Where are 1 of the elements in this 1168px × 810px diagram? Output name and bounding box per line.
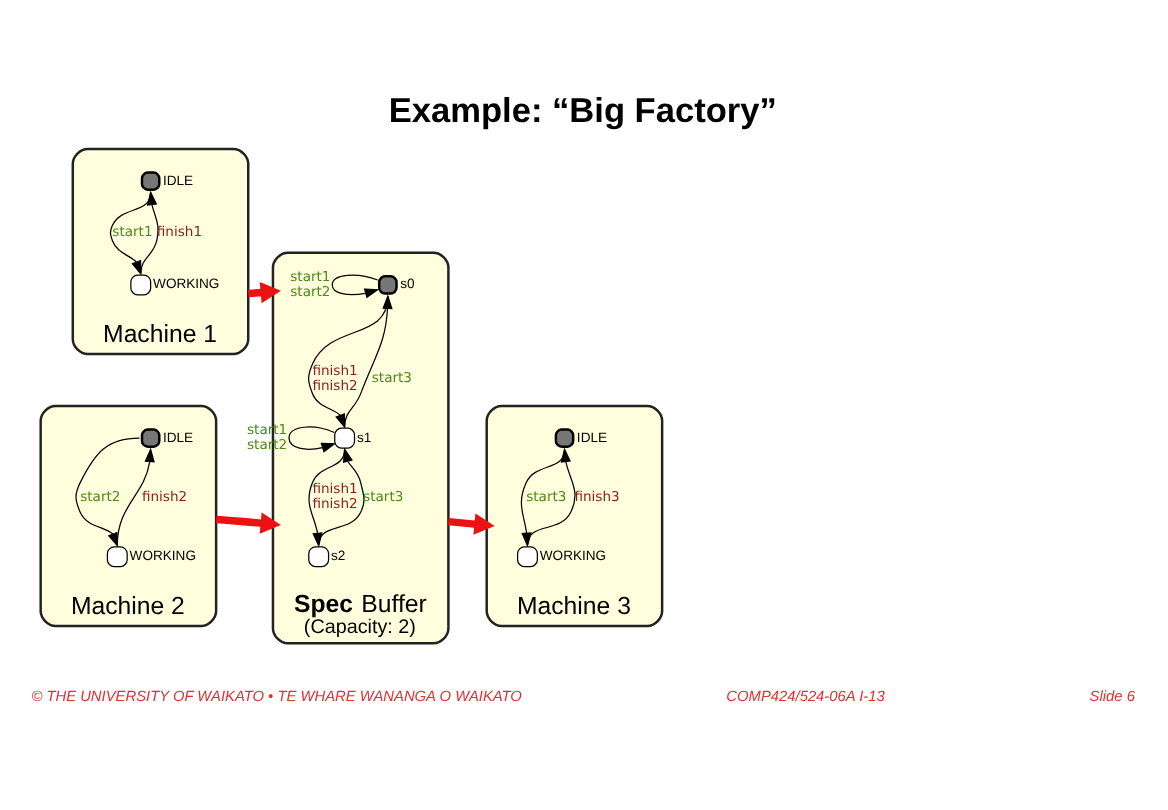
- diagram-title: Example: “Big Factory”: [388, 89, 777, 130]
